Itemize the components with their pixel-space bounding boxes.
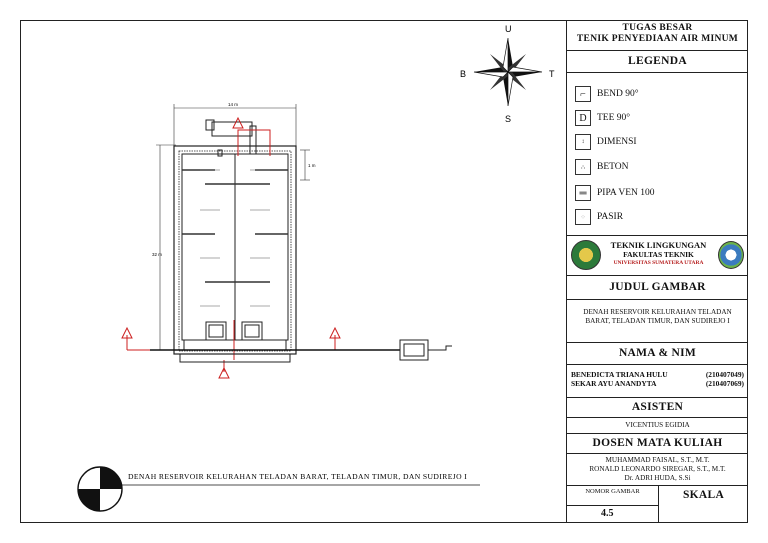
students-cell: BENEDICTA TRIANA HULU (210407049) SEKAR … [567, 365, 748, 398]
student-name: SEKAR AYU ANANDYTA [571, 379, 657, 388]
valve-chamber [399, 339, 452, 361]
drawing-sheet [20, 20, 748, 523]
asisten-title: ASISTEN [631, 401, 684, 413]
dimension-right [300, 149, 310, 181]
vent-pipe-icon: ═ [575, 185, 591, 201]
nama-title: NAMA & NIM [618, 347, 697, 359]
legend-label-tee: TEE 90° [597, 113, 631, 123]
student-name: BENEDICTA TRIANA HULU [571, 370, 668, 379]
legend-row-dimensi: ↕ DIMENSI [575, 133, 637, 151]
drawing-caption: DENAH RESERVOIR KELURAHAN TELADAN BARAT,… [128, 472, 467, 481]
student-nim: (210407049) [705, 370, 744, 379]
student-row: SEKAR AYU ANANDYTA (210407069) [571, 379, 744, 388]
legend-label-pasir: PASIR [597, 212, 624, 222]
dimension-top [173, 104, 297, 152]
compass-rose-icon [473, 37, 543, 107]
inlet-structure [205, 119, 257, 157]
dimension-right-label: 1 m [308, 163, 316, 168]
judul-title: JUDUL GAMBAR [609, 281, 706, 293]
legend-label-bend: BEND 90° [597, 89, 639, 99]
judul-title-cell: JUDUL GAMBAR [567, 276, 748, 300]
asisten-name: VICENTIUS EGIDIA [625, 421, 690, 429]
legend-cell: ⌐ BEND 90° D TEE 90° ↕ DIMENSI ∴ BETON ═… [567, 73, 748, 236]
nomor-cell: NOMOR GAMBAR 4.5 [567, 486, 659, 523]
compass-east: T [549, 69, 555, 79]
reservoir-plan-drawing: U S T B 14 m 32 m 1 m [77, 24, 555, 512]
dosen-title: DOSEN MATA KULIAH [592, 437, 723, 449]
skala-label: SKALA [682, 489, 725, 501]
compass-north: U [505, 24, 512, 34]
nama-title-cell: NAMA & NIM [567, 343, 748, 365]
faculty-logo-icon [718, 241, 744, 269]
nomor-label: NOMOR GAMBAR [567, 486, 658, 506]
legend-label-pipa: PIPA VEN 100 [597, 188, 655, 198]
legend-label-beton: BETON [597, 162, 629, 172]
compass-south: S [505, 114, 511, 124]
reservoir-walls [173, 145, 297, 355]
faculty-line1: TEKNIK LINGKUNGAN [610, 240, 707, 250]
judul-text: DENAH RESERVOIR KELURAHAN TELADAN BARAT,… [583, 308, 732, 325]
bend-90-icon: ⌐ [575, 86, 591, 102]
pipe-stubs [200, 169, 270, 307]
concrete-icon: ∴ [575, 159, 591, 175]
section-arrow-icon [121, 116, 341, 379]
university-seal-icon [571, 240, 601, 270]
faculty-line2: FAKULTAS TEKNIK [623, 250, 694, 259]
dimension-left [156, 144, 176, 351]
student-nim: (210407069) [705, 379, 744, 388]
legend-row-pasir: ⁘ PASIR [575, 208, 623, 226]
legend-title: LEGENDA [628, 55, 687, 67]
dosen-name: MUHAMMAD FAISAL, S.T., M.T. [605, 456, 710, 464]
asisten-title-cell: ASISTEN [567, 398, 748, 418]
faculty-line3: UNIVERSITAS SUMATERA UTARA [613, 260, 704, 266]
asisten-name-cell: VICENTIUS EGIDIA [567, 418, 748, 434]
legend-row-beton: ∴ BETON [575, 158, 629, 176]
skala-cell: SKALA [659, 486, 748, 523]
legend-label-dimensi: DIMENSI [597, 137, 637, 147]
title-block: TUGAS BESAR TENIK PENYEDIAAN AIR MINUM L… [566, 20, 748, 523]
course-cell: TUGAS BESAR TENIK PENYEDIAAN AIR MINUM [567, 20, 748, 51]
course-line2: TENIK PENYEDIAAN AIR MINUM [576, 34, 739, 44]
legend-row-tee: D TEE 90° [575, 109, 630, 127]
dosen-cell: MUHAMMAD FAISAL, S.T., M.T. RONALD LEONA… [567, 454, 748, 486]
dimension-left-label: 32 m [152, 252, 162, 257]
dosen-name: Dr. ADRI HUDA, S.Si [624, 474, 691, 482]
sand-icon: ⁘ [575, 209, 591, 225]
legend-row-bend: ⌐ BEND 90° [575, 85, 639, 103]
tee-90-icon: D [575, 110, 591, 126]
legend-title-cell: LEGENDA [567, 51, 748, 73]
reservoir-foot [179, 353, 291, 363]
student-row: BENEDICTA TRIANA HULU (210407049) [571, 370, 744, 379]
dimension-top-label: 14 m [228, 102, 238, 107]
north-quadrant-symbol [77, 466, 123, 512]
dimension-icon: ↕ [575, 134, 591, 150]
judul-text-cell: DENAH RESERVOIR KELURAHAN TELADAN BARAT,… [567, 300, 748, 343]
faculty-cell: TEKNIK LINGKUNGAN FAKULTAS TEKNIK UNIVER… [567, 236, 748, 276]
dosen-name: RONALD LEONARDO SIREGAR, S.T., M.T. [589, 465, 726, 473]
nomor-value: 4.5 [601, 508, 614, 519]
compass-west: B [460, 69, 466, 79]
legend-row-pipa: ═ PIPA VEN 100 [575, 184, 655, 202]
dosen-title-cell: DOSEN MATA KULIAH [567, 434, 748, 454]
course-line1: TUGAS BESAR [622, 23, 693, 33]
